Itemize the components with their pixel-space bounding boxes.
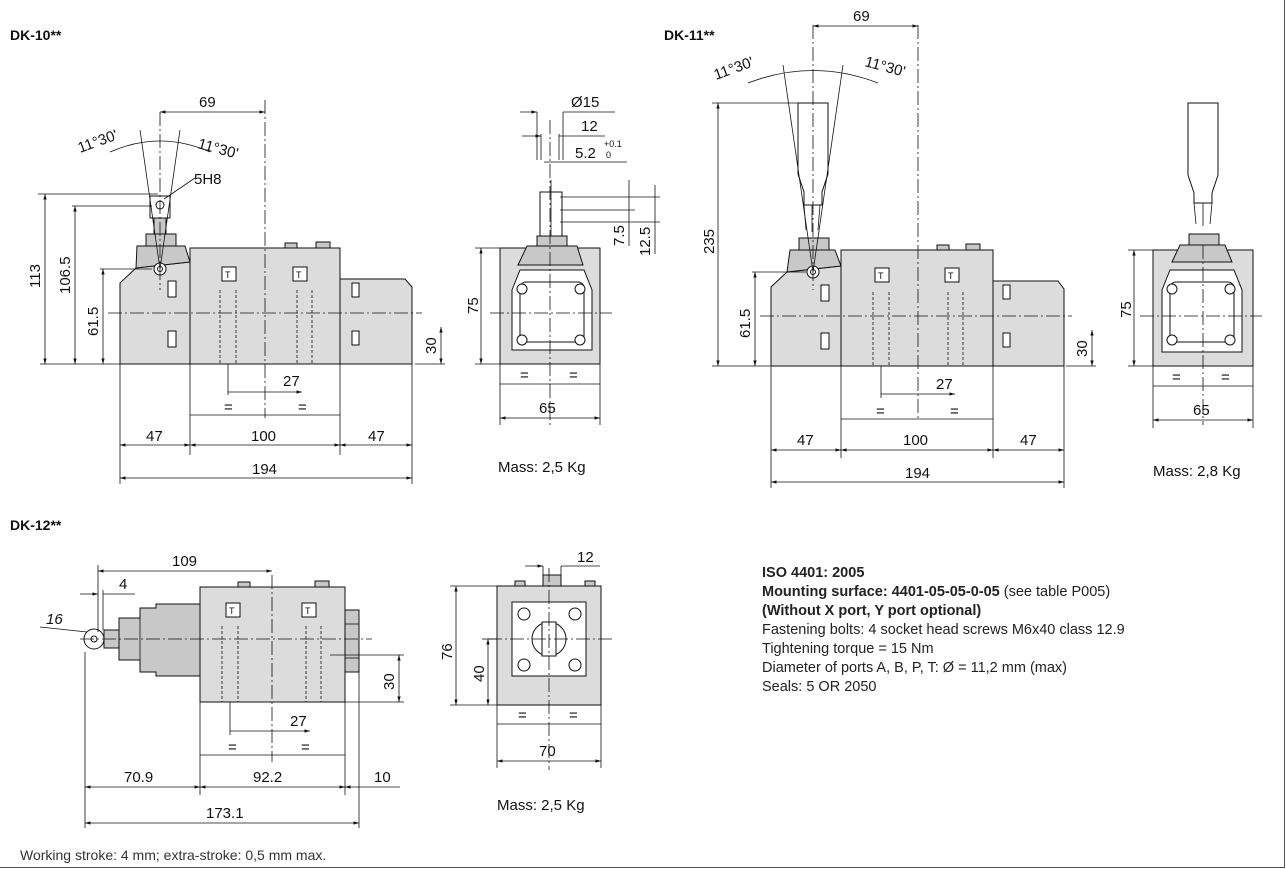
dk12-title: DK-12** — [10, 517, 62, 533]
dk11-dim-47-right: 47 — [1020, 432, 1037, 449]
dk11-eq-1: = — [876, 403, 885, 420]
dk12-port-t2: T — [305, 606, 311, 616]
fastening-bolts: Fastening bolts: 4 socket head screws M6… — [762, 622, 1125, 638]
dk11-angle-left: 11°30' — [712, 54, 757, 84]
dk10-pin-5h8: 5H8 — [194, 171, 222, 188]
dk11-dim-69: 69 — [853, 8, 870, 25]
seals: Seals: 5 OR 2050 — [762, 679, 877, 695]
dk11-dim-100: 100 — [903, 432, 928, 449]
dk10-dim-47-left: 47 — [146, 428, 163, 445]
dk10-port-t2: T — [296, 270, 302, 280]
mounting-surface-ref: (see table P005) — [999, 584, 1111, 600]
dk12-side-dim-70: 70 — [539, 743, 556, 760]
dk11-port-t2: T — [948, 271, 954, 281]
dk11-dim-194: 194 — [905, 465, 930, 482]
dk11-side-eq-1: = — [1172, 369, 1181, 386]
dk10-dim-61-5: 61.5 — [85, 307, 102, 336]
dk11-port-t1: T — [878, 271, 884, 281]
dk10-dim-100: 100 — [251, 428, 276, 445]
dk10-side-eq-2: = — [569, 367, 578, 384]
dk10-dim-194: 194 — [252, 461, 277, 478]
dk10-dim-47-right: 47 — [368, 428, 385, 445]
dk12-eq-1: = — [228, 739, 237, 756]
dk10-eq-1: = — [224, 399, 233, 416]
dk12-dim-173-1: 173.1 — [206, 805, 244, 822]
dk10-angle-right: 11°30' — [196, 135, 240, 162]
dk10-side-eq-1: = — [520, 367, 529, 384]
dk11-side-dim-65: 65 — [1193, 402, 1210, 419]
dk10-dim-113: 113 — [27, 264, 44, 288]
dk11-dim-30: 30 — [1074, 340, 1091, 357]
dk11-eq-2: = — [950, 403, 959, 420]
dk12-dim-92-2: 92.2 — [253, 769, 282, 786]
dk10-front-view: DK-10** T T 69 11°3 — [10, 27, 445, 484]
dk11-front-view: DK-11** T T 69 11°30' 11°30' — [664, 8, 1096, 488]
dk10-side-dim-12: 12 — [581, 118, 598, 135]
dk12-dim-16: 16 — [46, 611, 63, 628]
dk10-side-tol-lower: 0 — [606, 150, 611, 160]
dk12-mass: Mass: 2,5 Kg — [497, 797, 585, 814]
dk10-dim-69: 69 — [199, 94, 216, 111]
dk10-eq-2: = — [298, 399, 307, 416]
dk10-side-tol-upper: +0.1 — [604, 139, 622, 149]
mounting-surface-label: Mounting surface: 4401-05-05-0-05 — [762, 584, 1000, 600]
dk11-mass: Mass: 2,8 Kg — [1153, 463, 1241, 480]
dk10-dim-27: 27 — [283, 373, 300, 390]
dk12-dim-30: 30 — [381, 673, 398, 690]
dk12-side-view: 12 76 40 = = 70 Mass: 2,5 Kg — [439, 549, 612, 814]
dk12-side-dim-76: 76 — [439, 643, 456, 660]
dk10-side-view: Ø15 12 5.2 +0.1 0 7.5 12.5 75 = = 65 Mas… — [465, 94, 660, 476]
dk11-dim-27: 27 — [936, 376, 953, 393]
dk11-dim-61-5: 61.5 — [737, 309, 754, 338]
dk10-side-dim-75: 75 — [465, 297, 482, 314]
dk10-mass: Mass: 2,5 Kg — [498, 459, 586, 476]
dk12-dim-27: 27 — [290, 713, 307, 730]
dk10-dim-106-5: 106.5 — [57, 256, 74, 294]
mounting-notes: ISO 4401: 2005 Mounting surface: 4401-05… — [762, 564, 1282, 697]
dk10-side-dim-65: 65 — [539, 400, 556, 417]
dk10-side-dim-12-5: 12.5 — [637, 227, 654, 256]
dk11-side-dim-75: 75 — [1118, 301, 1135, 318]
dk10-angle-left: 11°30' — [76, 127, 121, 157]
dk12-dim-70-9: 70.9 — [124, 769, 153, 786]
dk12-eq-2: = — [301, 739, 310, 756]
dk12-side-dim-40: 40 — [471, 665, 488, 682]
dk12-dim-4: 4 — [119, 576, 127, 593]
dk12-front-view: DK-12** T T 109 4 16 30 — [10, 517, 404, 828]
dk11-title: DK-11** — [664, 27, 715, 43]
dk11-side-view: 75 = = 65 Mass: 2,8 Kg — [1118, 102, 1262, 480]
dk12-dim-109: 109 — [172, 553, 197, 570]
dk11-dim-47-left: 47 — [797, 432, 814, 449]
dk11-angle-right: 11°30' — [863, 53, 907, 80]
mounting-surface: Mounting surface: 4401-05-05-0-05 (see t… — [762, 583, 1282, 602]
dk11-dim-235: 235 — [701, 229, 718, 254]
dk12-side-eq-2: = — [569, 707, 578, 724]
port-diameter: Diameter of ports A, B, P, T: Ø = 11,2 m… — [762, 660, 1068, 676]
dk12-port-t1: T — [229, 606, 235, 616]
dk10-title: DK-10** — [10, 27, 62, 43]
dk10-dim-30: 30 — [423, 337, 440, 354]
dk12-dim-10: 10 — [374, 769, 391, 786]
dk10-port-t1: T — [225, 270, 231, 280]
dk10-side-dim-7-5: 7.5 — [611, 225, 628, 246]
port-note: (Without X port, Y port optional) — [762, 603, 982, 619]
dk12-side-eq-1: = — [518, 707, 527, 724]
iso-standard: ISO 4401: 2005 — [762, 565, 865, 581]
dk10-side-dim-5-2: 5.2 — [575, 145, 596, 162]
dk10-side-dia-15: Ø15 — [571, 94, 599, 111]
tightening-torque: Tightening torque = 15 Nm — [762, 641, 934, 657]
dk11-side-eq-2: = — [1221, 369, 1230, 386]
working-stroke-note: Working stroke: 4 mm; extra-stroke: 0,5 … — [20, 847, 327, 863]
dk12-side-dim-12: 12 — [577, 549, 594, 566]
